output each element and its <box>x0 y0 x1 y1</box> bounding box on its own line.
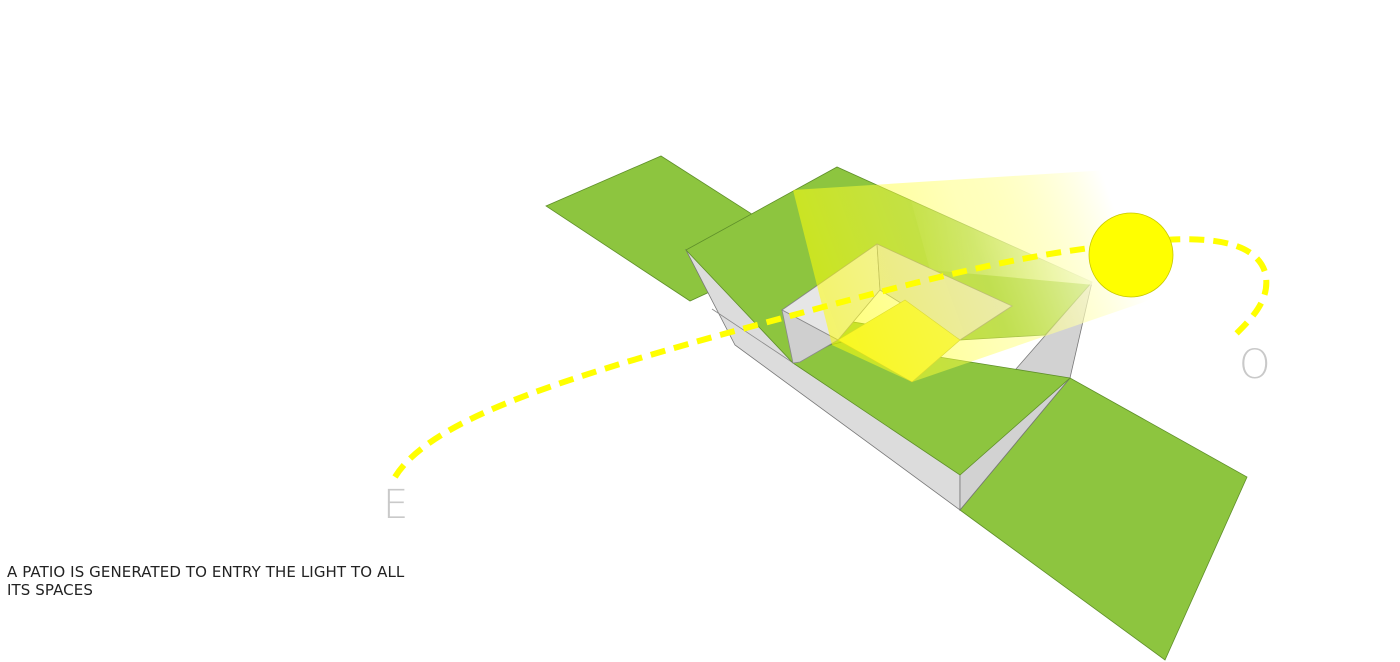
label-west: O <box>1239 342 1270 388</box>
sun-icon <box>1088 212 1174 298</box>
patio-wall-front <box>781 309 839 364</box>
sun-path <box>392 236 1270 479</box>
light-beam <box>793 168 1150 382</box>
diagram-caption: A PATIO IS GENERATED TO ENTRY THE LIGHT … <box>7 563 405 599</box>
label-east: E <box>383 482 408 528</box>
